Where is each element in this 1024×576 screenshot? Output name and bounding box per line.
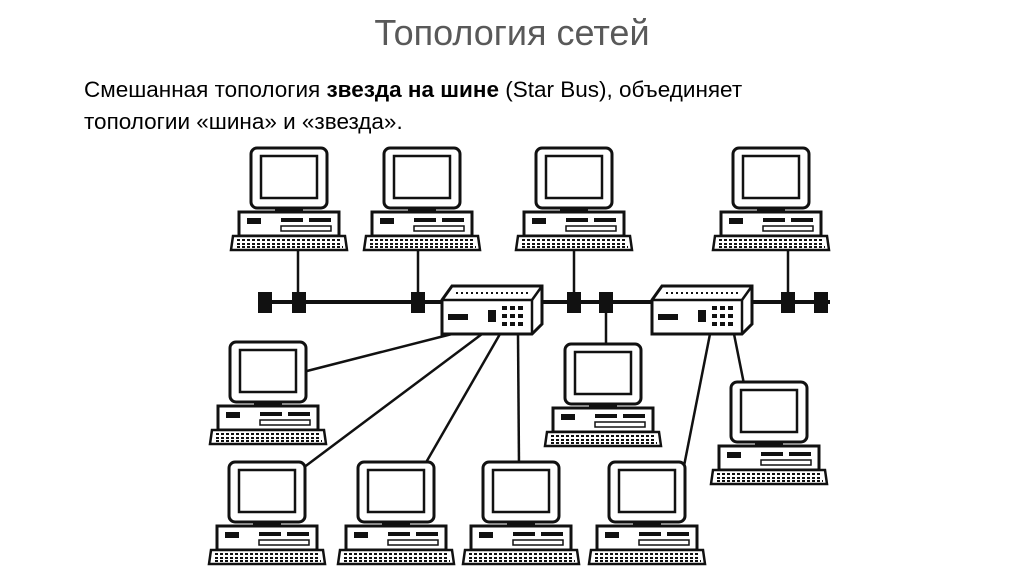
computer-center-middle (543, 342, 663, 448)
computer-top-3 (514, 146, 634, 252)
hub-2 (650, 284, 754, 336)
description-text-1: Смешанная топология (84, 77, 327, 102)
description-text-2: (Star Bus), объединяет (498, 77, 743, 102)
bus-connectors (258, 292, 828, 313)
description-line-2: топологии «шина» и «звезда». (84, 109, 403, 134)
computer-left-middle (208, 340, 328, 446)
slide-title: Топология сетей (374, 12, 650, 53)
hub-1 (440, 284, 544, 336)
computer-top-1 (229, 146, 349, 252)
computer-bottom-4 (587, 460, 707, 566)
computer-top-4 (711, 146, 831, 252)
description-bold-term: звезда на шине (326, 77, 499, 102)
slide-description: Смешанная топология звезда на шине (Star… (84, 74, 944, 138)
computer-top-2 (362, 146, 482, 252)
computer-bottom-3 (461, 460, 581, 566)
computer-bottom-2 (336, 460, 456, 566)
computer-bottom-1 (207, 460, 327, 566)
computer-right-middle (709, 380, 829, 486)
